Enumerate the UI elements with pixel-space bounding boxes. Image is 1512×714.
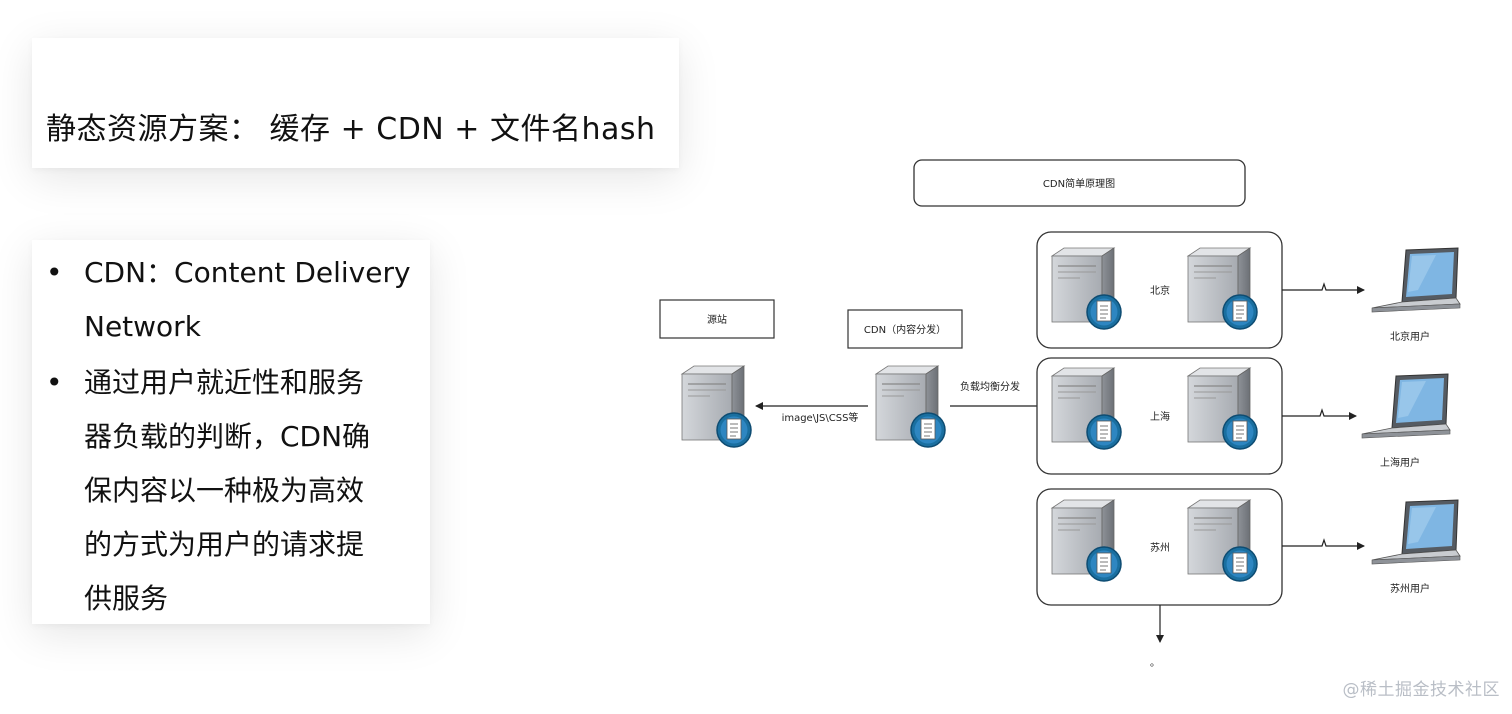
region-label: 上海 — [1150, 410, 1170, 423]
resource-label: image\JS\CSS等 — [782, 411, 859, 424]
cdn-server-icon — [875, 365, 946, 448]
cdn-label: CDN（内容分发） — [864, 323, 946, 336]
bullet-text-line: 的方式为用户的请求提 — [84, 528, 365, 561]
server-icon — [1187, 499, 1258, 582]
server-icon — [1187, 247, 1258, 330]
user-arrow — [1282, 538, 1365, 550]
balance-label: 负载均衡分发 — [960, 380, 1020, 393]
region-group-beijing: 北京 北京用户 — [1036, 231, 1461, 349]
diagram-title-box — [913, 159, 1246, 207]
region-group-suzhou: 苏州 苏州用户 — [1036, 488, 1461, 606]
server-icon — [1051, 247, 1122, 330]
region-label: 苏州 — [1150, 541, 1170, 554]
cdn-label-box — [847, 309, 963, 349]
bullet-text-line: 供服务 — [84, 582, 169, 615]
origin-label: 源站 — [707, 313, 727, 326]
bullets-card: • CDN：Content Delivery Network • 通过用户就近性… — [32, 240, 430, 624]
bullet-text-line: 保内容以一种极为高效 — [84, 474, 365, 507]
server-icon — [1051, 367, 1122, 450]
user-label: 苏州用户 — [1390, 582, 1430, 595]
diagram-title: CDN简单原理图 — [1043, 177, 1115, 190]
bullet-text-line: CDN：Content Delivery — [84, 256, 411, 289]
region-label: 北京 — [1150, 284, 1170, 297]
user-arrow — [1282, 408, 1357, 420]
origin-server-icon — [681, 365, 752, 448]
region-group-shanghai: 上海 上海用户 — [1036, 357, 1451, 475]
server-icon — [1051, 499, 1122, 582]
laptop-icon — [1361, 373, 1451, 439]
bullet-text-line: Network — [84, 310, 201, 343]
bullet-text-line: 通过用户就近性和服务 — [84, 366, 365, 399]
watermark: @稀土掘金技术社区 — [1342, 680, 1500, 700]
bullet-text-line: 器负载的判断，CDN确 — [84, 420, 371, 453]
title-card: 静态资源方案： 缓存 + CDN + 文件名hash — [32, 38, 679, 168]
laptop-icon — [1371, 247, 1461, 313]
user-label: 上海用户 — [1380, 456, 1420, 469]
origin-label-box — [659, 299, 775, 339]
bullet-marker: • — [46, 256, 63, 289]
server-icon — [1187, 367, 1258, 450]
laptop-icon — [1371, 499, 1461, 565]
slide-title: 静态资源方案： 缓存 + CDN + 文件名hash — [46, 112, 656, 147]
bullet-marker: • — [46, 366, 63, 399]
user-label: 北京用户 — [1390, 330, 1430, 343]
user-arrow — [1282, 282, 1365, 294]
continuation-dot: 。 — [1150, 658, 1160, 669]
